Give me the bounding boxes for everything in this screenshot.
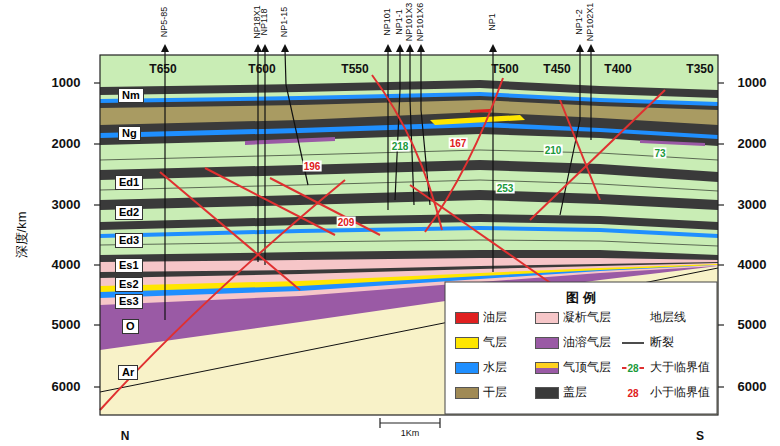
- legend-text: 凝析气层: [563, 311, 611, 324]
- depth-value: 3000: [738, 198, 767, 212]
- critical-value: 210: [544, 145, 563, 156]
- trace-number: T600: [248, 63, 275, 76]
- formation-label: Es1: [115, 258, 143, 273]
- critical-value: 167: [449, 138, 468, 149]
- legend-swatch: [535, 362, 559, 374]
- formation-name: Nm: [122, 89, 140, 101]
- formation-name: Ed2: [119, 206, 139, 218]
- legend-text: 断裂: [650, 336, 674, 349]
- critical-value: 209: [337, 217, 356, 228]
- formation-name: Ng: [122, 127, 137, 139]
- depth-value: 4000: [738, 258, 767, 272]
- formation-label: Ed2: [115, 205, 143, 220]
- formation-name: Es3: [119, 295, 139, 307]
- formation-label: Ed3: [115, 233, 143, 248]
- critical-value: 73: [653, 148, 666, 159]
- critical-value: 28: [626, 388, 639, 399]
- trace-number: T500: [491, 63, 518, 76]
- formation-name: O: [126, 320, 135, 332]
- formation-label: Ng: [118, 126, 141, 141]
- well-name: NP101: [383, 8, 393, 36]
- formation-name: Es2: [119, 278, 139, 290]
- trace-number: T350: [686, 63, 713, 76]
- critical-value: 218: [391, 141, 410, 152]
- legend-swatch: [455, 362, 479, 374]
- depth-value: 4000: [52, 258, 81, 272]
- legend-swatch: [535, 337, 559, 349]
- trace-number: T650: [149, 63, 176, 76]
- critical-value: 253: [496, 183, 515, 194]
- depth-value: 5000: [52, 318, 81, 332]
- legend-title: 图 例: [566, 291, 596, 305]
- formation-label: Es3: [115, 294, 143, 309]
- legend-text: 大于临界值: [650, 361, 710, 374]
- legend-text: 气顶气层: [563, 361, 611, 374]
- legend-text: 小于临界值: [650, 386, 710, 399]
- well-name: NP102X1: [586, 3, 596, 42]
- legend-text: 盖层: [563, 386, 587, 399]
- depth-value: 2000: [738, 137, 767, 151]
- axis-title: 深度/km: [15, 212, 29, 259]
- depth-value: 1000: [52, 76, 81, 90]
- well-name: NP101X6: [416, 3, 426, 42]
- formation-name: Ar: [122, 366, 134, 378]
- formation-name: Ed1: [119, 176, 139, 188]
- legend-swatch: [455, 387, 479, 399]
- legend-swatch: [455, 312, 479, 324]
- direction-label: S: [696, 430, 704, 443]
- trace-number: T450: [543, 63, 570, 76]
- legend-text: 气层: [483, 336, 507, 349]
- legend-text: 地层线: [650, 311, 686, 324]
- formation-label: Ar: [118, 365, 138, 380]
- formation-name: Es1: [119, 259, 139, 271]
- well-name: NP5-85: [160, 7, 170, 38]
- well-name: NP1-1: [395, 9, 405, 35]
- depth-value: 1000: [738, 76, 767, 90]
- legend-swatch: [535, 387, 559, 399]
- formation-label: Ed1: [115, 175, 143, 190]
- depth-value: 3000: [52, 198, 81, 212]
- direction-label: N: [121, 430, 130, 443]
- well-name: NP1-2: [575, 9, 585, 35]
- scale-label: 1Km: [401, 429, 420, 439]
- formation-label: O: [122, 319, 139, 334]
- well-name: NP101X3: [405, 3, 415, 42]
- well-name: NP1: [488, 13, 498, 31]
- depth-value: 2000: [52, 137, 81, 151]
- well-name: NP118: [260, 9, 270, 36]
- legend-swatch: [455, 337, 479, 349]
- legend-text: 油溶气层: [563, 336, 611, 349]
- trace-number: T400: [604, 63, 631, 76]
- legend-text: 油层: [483, 311, 507, 324]
- well-name: NP1-15: [280, 7, 290, 38]
- depth-value: 6000: [738, 380, 767, 394]
- depth-value: 5000: [738, 318, 767, 332]
- trace-number: T550: [341, 63, 368, 76]
- depth-value: 6000: [52, 380, 81, 394]
- critical-value: 196: [303, 161, 322, 172]
- legend-line: [622, 342, 644, 344]
- legend-text: 水层: [483, 361, 507, 374]
- formation-name: Ed3: [119, 234, 139, 246]
- formation-label: Es2: [115, 277, 143, 292]
- critical-value: 28: [626, 363, 639, 374]
- legend-text: 干层: [483, 386, 507, 399]
- formation-label: Nm: [118, 88, 144, 103]
- legend-swatch: [535, 312, 559, 324]
